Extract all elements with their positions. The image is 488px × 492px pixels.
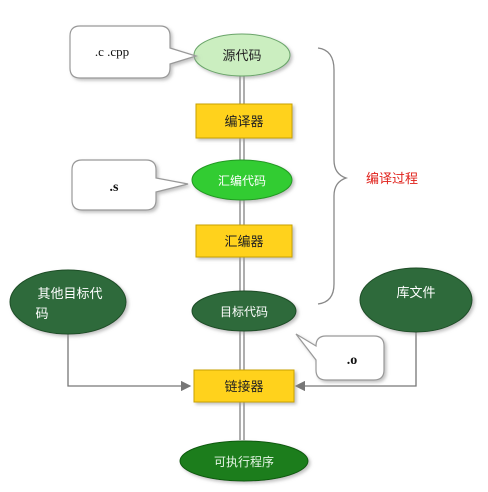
compiler-node [195, 103, 293, 139]
callout-source-ext-text: .c .cpp [95, 44, 129, 59]
object-code-node [191, 290, 297, 332]
flow-connector [239, 329, 245, 370]
assembly-code-node [191, 159, 293, 201]
other-object-code-node [9, 269, 127, 335]
flow-connector [239, 402, 245, 440]
executable-label: 可执行程序 [214, 454, 274, 469]
other-object-code-label-line1: 其他目标代 [37, 287, 102, 302]
other-object-code-label-line2: 码 [35, 307, 48, 322]
linker-label: 链接器 [224, 379, 263, 395]
flow-connector [239, 196, 245, 225]
arrow-other-objects-to-linker [67, 332, 192, 392]
callout-asm-ext [71, 159, 189, 211]
object-code-label: 目标代码 [220, 305, 268, 319]
callout-obj-ext [295, 333, 385, 381]
compiler-label: 编译器 [224, 115, 263, 130]
assembler-node [195, 224, 293, 258]
flow-connector [239, 257, 245, 293]
compilation-process-brace [317, 47, 349, 305]
arrow-library-to-linker [294, 332, 417, 392]
callout-obj-ext-text: .o [347, 353, 358, 368]
flow-connector [239, 74, 245, 104]
executable-node [179, 440, 309, 482]
callout-asm-ext-text: .s [110, 180, 120, 195]
library-files-label: 库文件 [396, 285, 435, 301]
library-files-node [359, 267, 473, 333]
compilation-process-label: 编译过程 [366, 172, 418, 187]
assembly-code-label: 汇编代码 [218, 173, 266, 188]
source-code-label: 源代码 [222, 49, 261, 64]
callout-source-ext [69, 25, 199, 79]
linker-node [193, 369, 295, 403]
assembler-label: 汇编器 [224, 235, 263, 250]
